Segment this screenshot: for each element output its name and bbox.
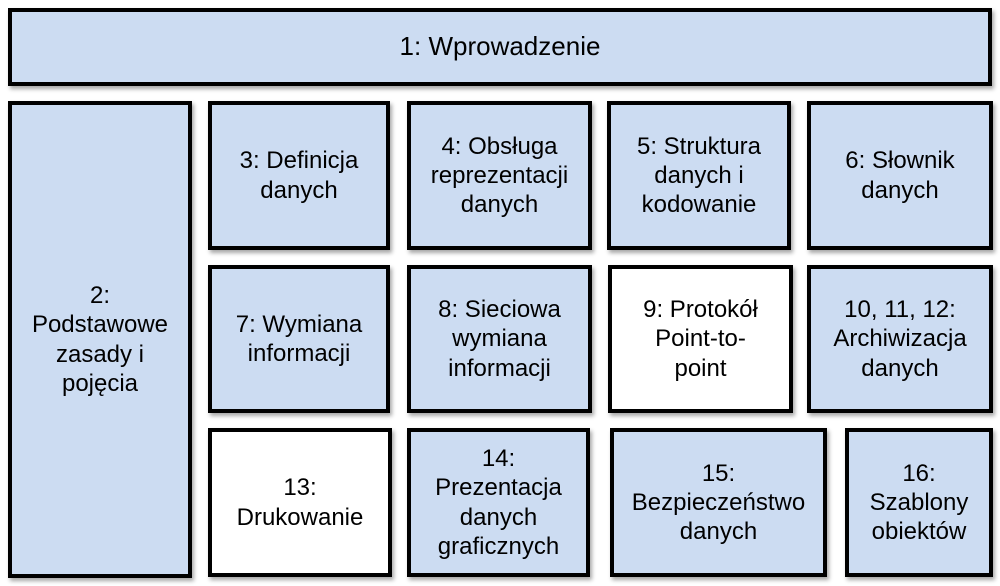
box-3-definicja-danych: 3: Definicja danych: [208, 101, 390, 250]
box-7-wymiana-informacji: 7: Wymiana informacji: [208, 265, 390, 413]
box-1-wprowadzenie: 1: Wprowadzenie: [8, 8, 992, 86]
box-5-struktura-danych-i-kodowanie: 5: Struktura danych i kodowanie: [607, 101, 791, 250]
box-14-prezentacja-danych-graficznych: 14: Prezentacja danych graficznych: [407, 428, 590, 577]
box-15-bezpieczenstwo-danych: 15: Bezpieczeństwo danych: [610, 428, 827, 577]
box-4-obsluga-reprezentacji-danych: 4: Obsługa reprezentacji danych: [407, 101, 592, 250]
box-8-sieciowa-wymiana-informacji: 8: Sieciowa wymiana informacji: [407, 265, 592, 413]
box-6-slownik-danych: 6: Słownik danych: [807, 101, 993, 250]
box-13-drukowanie: 13: Drukowanie: [208, 428, 392, 577]
box-2-podstawowe-zasady-i-pojecia: 2: Podstawowe zasady i pojęcia: [8, 101, 192, 578]
box-10-11-12-archiwizacja-danych: 10, 11, 12: Archiwizacja danych: [807, 265, 993, 413]
box-16-szablony-obiektow: 16: Szablony obiektów: [845, 428, 993, 577]
box-9-protokol-point-to-point: 9: Protokół Point-to-point: [608, 265, 793, 413]
